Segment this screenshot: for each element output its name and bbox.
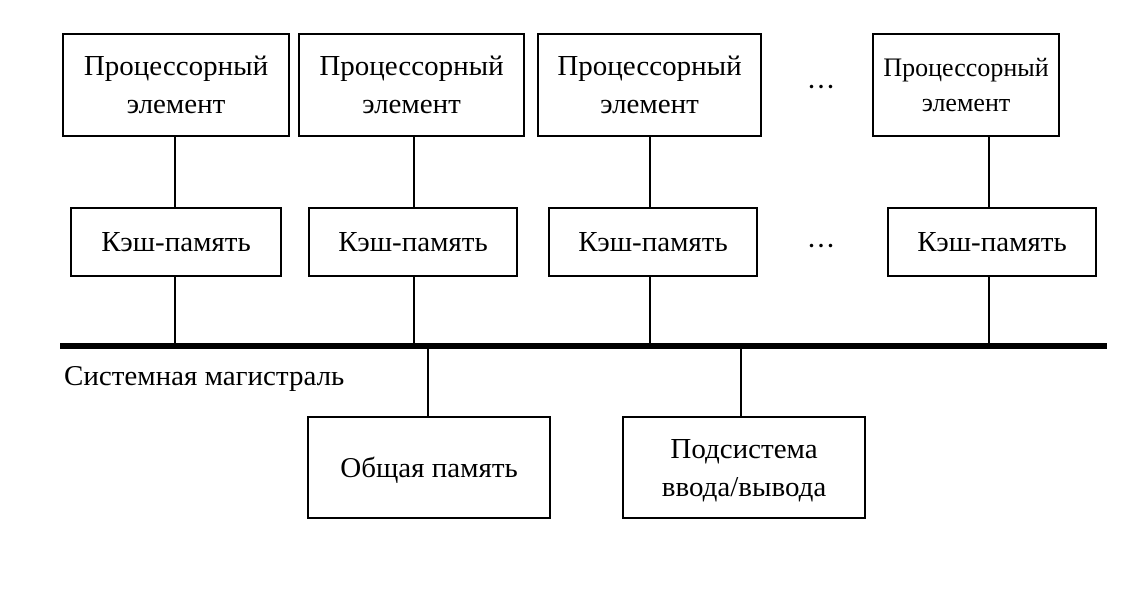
cache-memory-box-2: Кэш-память [308, 207, 518, 277]
io-subsystem-box: Подсистема ввода/вывода [622, 416, 866, 519]
cache-memory-box-3: Кэш-память [548, 207, 758, 277]
connector-pe1-cache1 [174, 137, 176, 207]
system-bus-label: Системная магистраль [64, 360, 345, 392]
connector-pe3-cache3 [649, 137, 651, 207]
processor-element-box-4: Процессорный элемент [872, 33, 1060, 137]
processor-element-box-2: Процессорный элемент [298, 33, 525, 137]
connector-pe4-cache4 [988, 137, 990, 207]
cache-memory-box-1: Кэш-память [70, 207, 282, 277]
processor-element-label-4: Процессорный элемент [883, 53, 1049, 117]
ellipsis-caches: ... [807, 221, 837, 254]
connector-bus-io-subsystem [740, 348, 742, 417]
cache-memory-label-2: Кэш-память [338, 226, 488, 258]
ellipsis-processors: ... [807, 62, 837, 95]
shared-memory-label: Общая память [340, 451, 518, 484]
connector-cache4-bus [988, 275, 990, 344]
shared-memory-box: Общая память [307, 416, 551, 519]
cache-memory-label-1: Кэш-память [101, 226, 251, 258]
processor-element-box-1: Процессорный элемент [62, 33, 290, 137]
processor-element-box-3: Процессорный элемент [537, 33, 762, 137]
cache-memory-box-4: Кэш-память [887, 207, 1097, 277]
connector-cache1-bus [174, 275, 176, 344]
cache-memory-label-3: Кэш-память [578, 226, 728, 258]
io-subsystem-label: Подсистема ввода/вывода [661, 432, 827, 503]
connector-cache2-bus [413, 275, 415, 344]
connector-bus-shared-memory [427, 348, 429, 417]
cache-memory-label-4: Кэш-память [917, 226, 1067, 258]
connector-pe2-cache2 [413, 137, 415, 207]
processor-element-label-2: Процессорный элемент [319, 50, 504, 120]
processor-element-label-3: Процессорный элемент [557, 50, 742, 120]
connector-cache3-bus [649, 275, 651, 344]
processor-element-label-1: Процессорный элемент [83, 50, 269, 120]
system-bus-line [60, 343, 1107, 349]
